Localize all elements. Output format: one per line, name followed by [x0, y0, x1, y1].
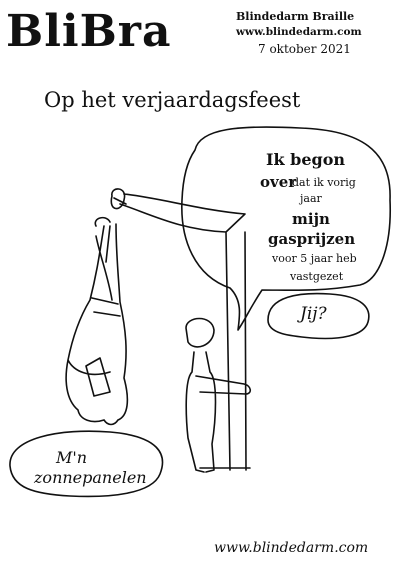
speech-line-1: Ik begon — [266, 150, 345, 169]
caption-line-2: zonnepanelen — [34, 468, 147, 487]
speech-bubble — [181, 126, 392, 331]
gallows — [119, 193, 247, 471]
speech-line-6: voor 5 jaar heb — [272, 252, 357, 265]
speech-line-3: jaar — [300, 192, 322, 205]
speech-line-4: mijn — [292, 210, 330, 228]
speech-line-2-small: dat ik vorig — [292, 176, 356, 189]
speech-line-7: vastgezet — [290, 270, 344, 283]
footer-url[interactable]: www.blindedarm.com — [214, 540, 369, 556]
hanging-figure — [65, 223, 129, 426]
speech-line-5: gasprijzen — [268, 230, 356, 248]
rope-knot — [110, 188, 127, 210]
caption-bubble — [9, 430, 164, 498]
standing-figure — [185, 317, 252, 473]
issue-date: 7 oktober 2021 — [258, 42, 351, 56]
logo: BliBra — [6, 6, 172, 57]
speech-line-2-big: over — [260, 173, 297, 191]
cartoon-title: Op het verjaardagsfeest — [44, 88, 301, 112]
reply-bubble — [267, 292, 370, 340]
reply-text: Jij? — [300, 304, 327, 324]
caption-line-1: M'n — [56, 448, 88, 467]
publication-name: Blindedarm Braille — [236, 10, 355, 23]
header-website: www.blindedarm.com — [236, 26, 362, 38]
